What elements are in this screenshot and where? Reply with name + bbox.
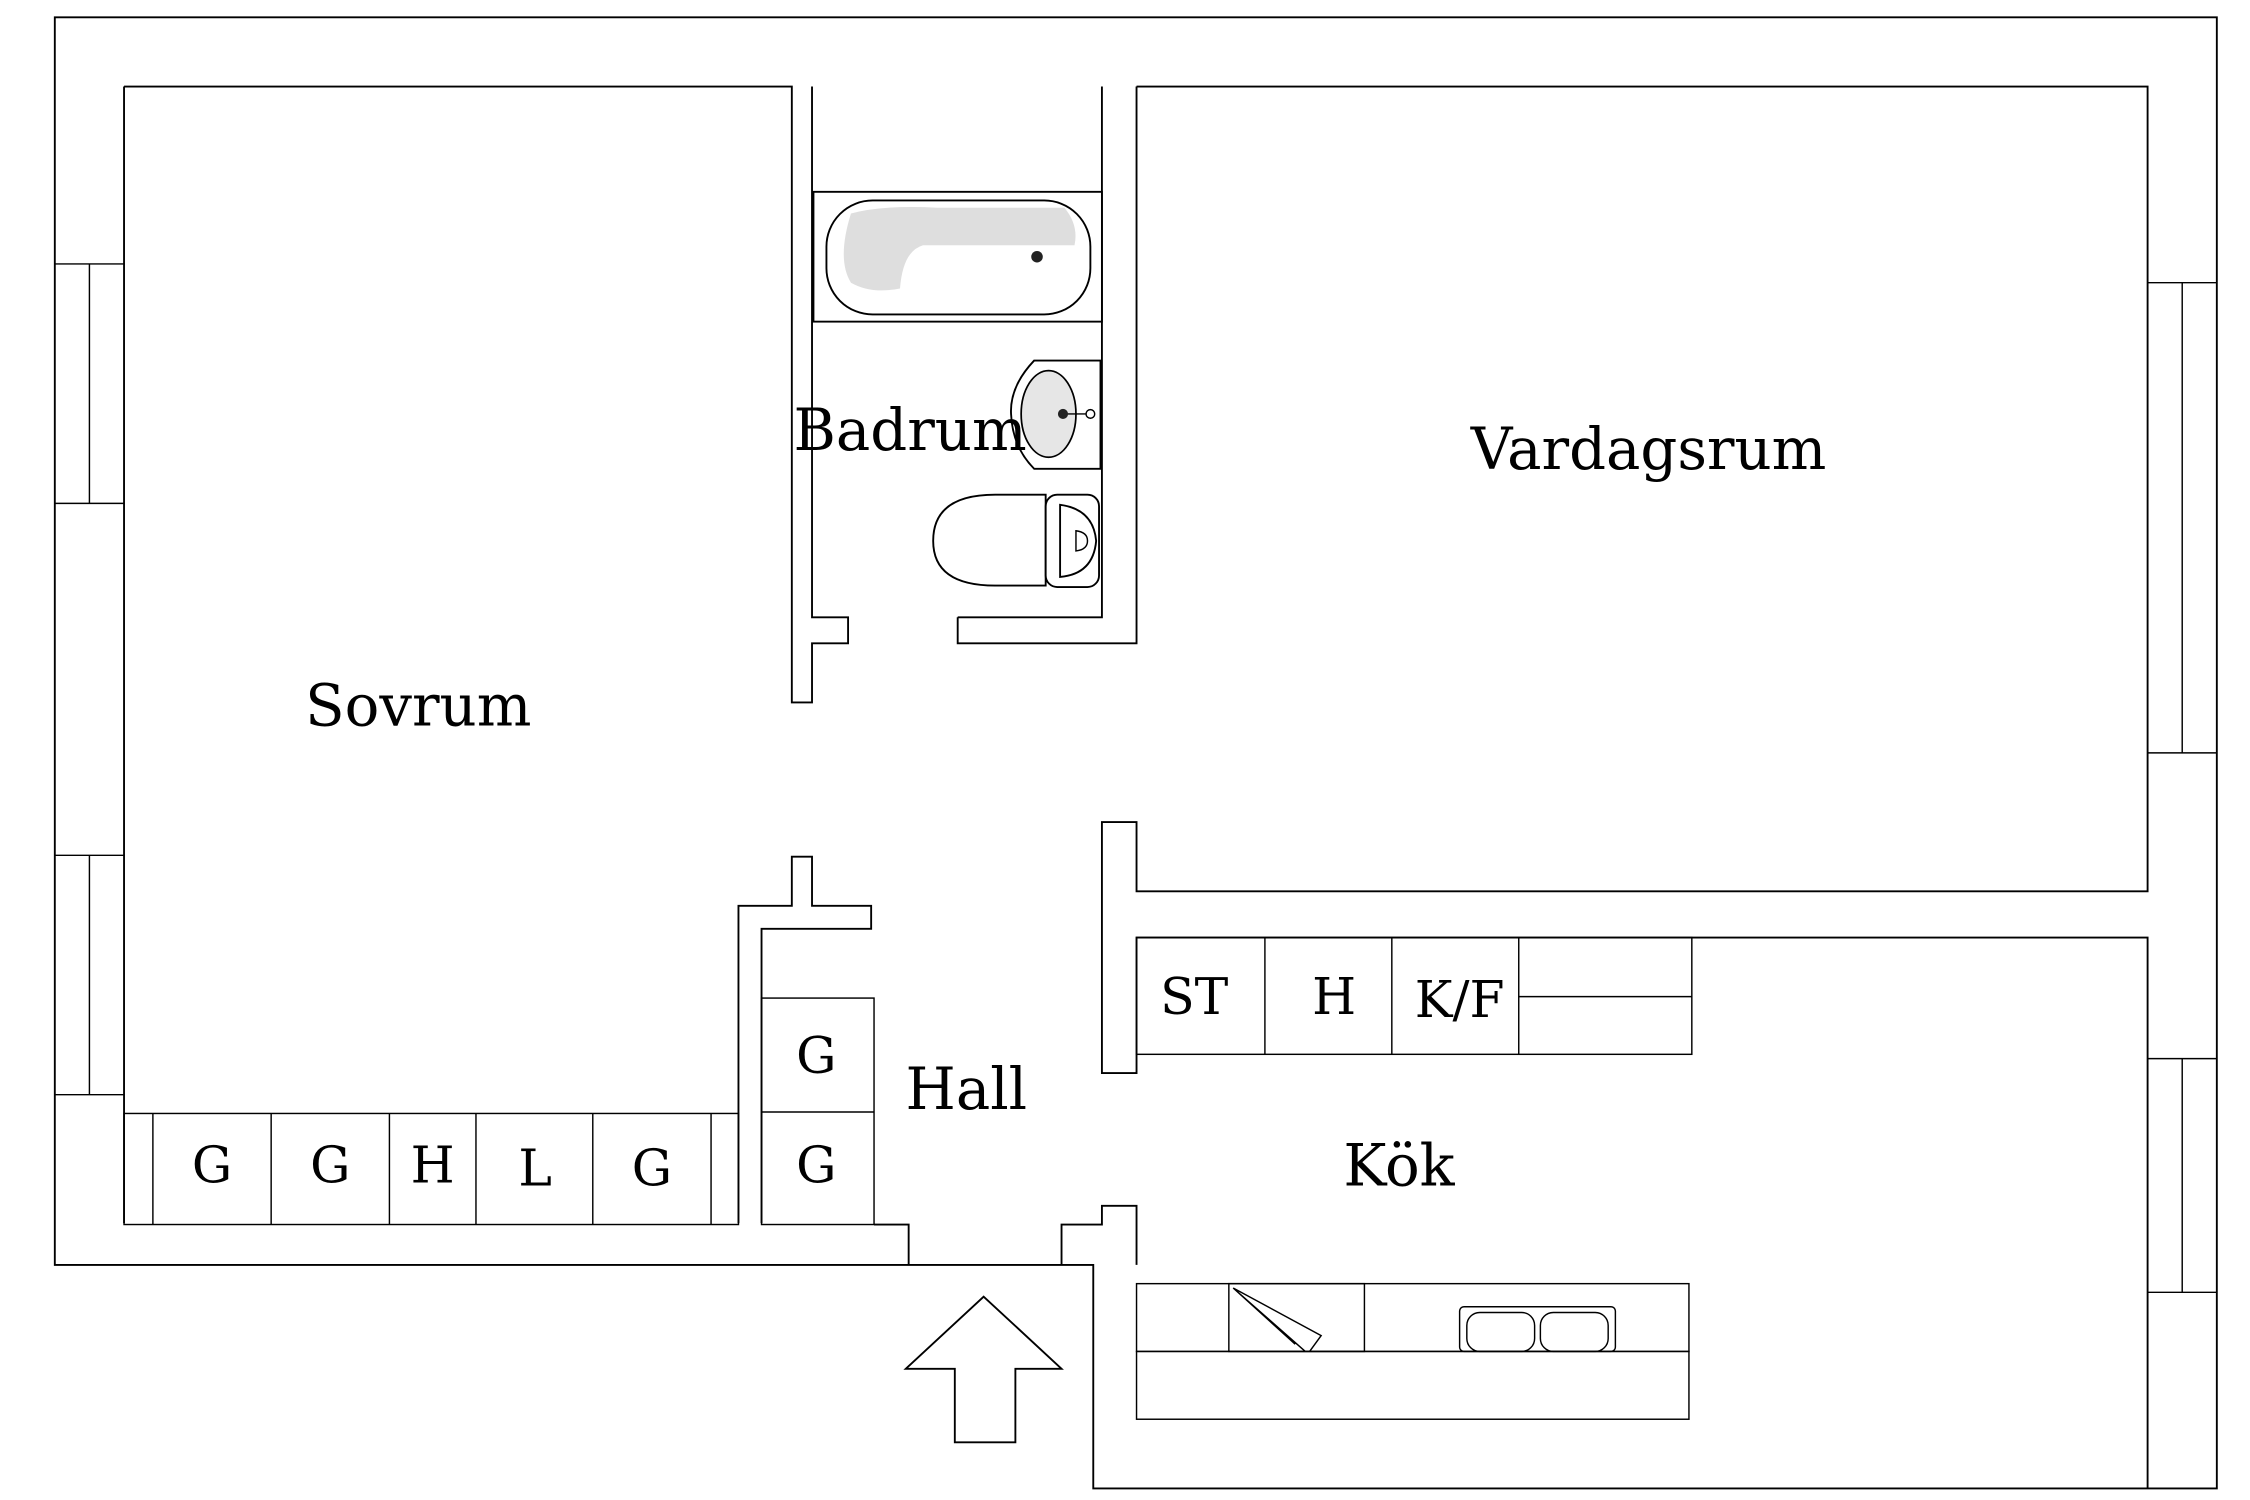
room-label-hall: Hall (906, 1055, 1028, 1123)
bedroom-wall (124, 85, 850, 704)
hall-cabinet-label: G (796, 1136, 836, 1195)
exterior-wall (53, 16, 2218, 1490)
room-label-vardagsrum: Vardagsrum (1470, 415, 1827, 483)
bedroom-cabinet-label: G (310, 1136, 350, 1195)
kitchen-sink-icon (1458, 1306, 1617, 1353)
bedroom-cabinet-label: H (411, 1136, 455, 1195)
kitchen-upper-cabinets (1135, 936, 1693, 1056)
kitchen-cabinet-label: K/F (1415, 970, 1505, 1029)
bedroom-cabinet-label: G (632, 1139, 672, 1198)
kitchen-cabinet-label: H (1312, 967, 1356, 1026)
kitchen-cabinet-label: ST (1160, 967, 1229, 1026)
bedroom-wardrobe (123, 1112, 740, 1226)
bedroom-window-upper (54, 263, 125, 505)
bathtub-icon (812, 190, 1103, 323)
bedroom-cabinet-label: G (192, 1136, 232, 1195)
bedroom-partition (737, 855, 873, 1224)
dishwasher-icon (1228, 1282, 1366, 1353)
hall-cabinet-label: G (796, 1026, 836, 1085)
kitchen: ST H K/F Kök (1135, 936, 2217, 1420)
kitchen-window (2147, 1057, 2217, 1294)
room-label-kok: Kök (1343, 1132, 1455, 1200)
bedroom-window-lower (54, 854, 125, 1096)
bedroom: G G H L G Sovrum (54, 85, 873, 1226)
room-label-sovrum: Sovrum (305, 671, 531, 739)
hall-entrance-wall (874, 1204, 1138, 1265)
living-room: Vardagsrum (1100, 85, 2217, 1489)
hall-wardrobe (760, 997, 875, 1226)
room-label-badrum: Badrum (794, 396, 1027, 464)
bedroom-cabinet-label: L (518, 1139, 552, 1198)
living-room-window (2147, 281, 2217, 754)
living-room-wall (1100, 85, 2149, 1489)
toilet-icon (932, 493, 1100, 588)
kitchen-counter (1135, 1282, 1690, 1420)
sink-icon (1010, 359, 1102, 470)
entrance-arrow-icon (903, 1295, 1064, 1444)
bathroom: Badrum (794, 86, 1138, 645)
hall: G G Hall (760, 997, 1138, 1444)
